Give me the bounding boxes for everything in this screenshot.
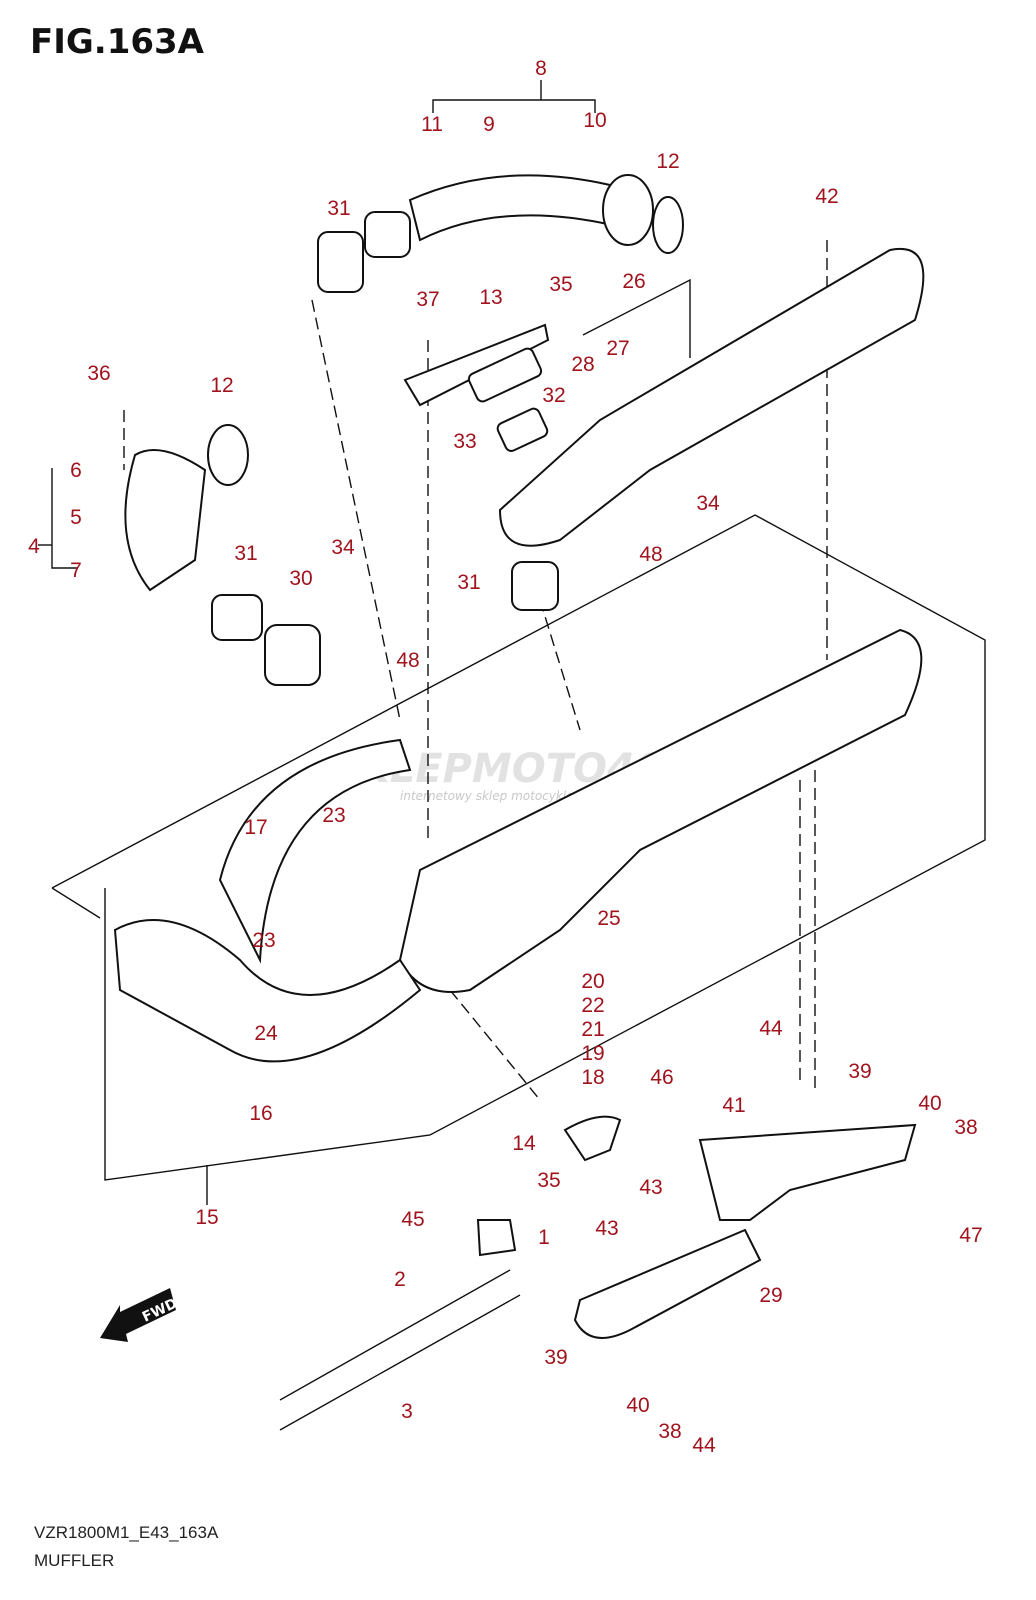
callout-label: 13 xyxy=(479,286,502,309)
callout-label: 11 xyxy=(421,113,443,136)
parts xyxy=(113,174,925,1431)
callout-label: 47 xyxy=(959,1224,982,1247)
callout-label: 40 xyxy=(918,1092,941,1115)
alignment-lines xyxy=(123,240,828,1101)
callout-label: 30 xyxy=(289,567,312,590)
callout-label: 28 xyxy=(571,353,594,376)
callout-label: 39 xyxy=(544,1346,567,1369)
callout-label: 31 xyxy=(234,542,257,565)
callout-label: 12 xyxy=(656,150,679,173)
callout-label: 43 xyxy=(595,1217,618,1240)
callout-label: 1 xyxy=(538,1226,550,1249)
callout-label: 15 xyxy=(195,1206,218,1229)
callout-label: 35 xyxy=(549,273,572,296)
callout-label: 32 xyxy=(542,384,565,407)
callout-label: 29 xyxy=(759,1284,782,1307)
callout-label: 39 xyxy=(848,1060,871,1083)
callout-label: 6 xyxy=(70,459,82,482)
callout-label: 40 xyxy=(626,1394,649,1417)
callout-label: 19 xyxy=(581,1042,604,1065)
callout-label: 7 xyxy=(70,559,82,582)
callout-label: 24 xyxy=(254,1022,278,1045)
callout-label: 16 xyxy=(249,1102,272,1125)
assembly-outlines xyxy=(38,80,986,1205)
callout-label: 38 xyxy=(658,1420,681,1443)
callout-label: 10 xyxy=(583,109,606,132)
callout-label: 17 xyxy=(244,816,267,839)
callout-label: 43 xyxy=(639,1176,662,1199)
callout-label: 12 xyxy=(210,374,233,397)
callout-label: 35 xyxy=(537,1169,560,1192)
callout-label: 31 xyxy=(327,197,350,220)
callout-label: 5 xyxy=(70,506,82,529)
callout-label: 45 xyxy=(401,1208,424,1231)
callout-label: 2 xyxy=(394,1268,406,1291)
diagram-code: VZR1800M1_E43_163A xyxy=(34,1523,219,1542)
callout-label: 34 xyxy=(696,492,720,515)
callout-label: 14 xyxy=(512,1132,536,1155)
callout-label: 38 xyxy=(954,1116,977,1139)
callout-label: 18 xyxy=(581,1066,604,1089)
callout-label: 23 xyxy=(252,929,275,952)
callout-label: 4 xyxy=(28,535,40,558)
callout-label: 31 xyxy=(457,571,480,594)
watermark-subtext: internetowy sklep motocyklowy xyxy=(400,789,591,803)
callout-label: 34 xyxy=(331,536,355,559)
callout-label: 26 xyxy=(622,270,645,293)
callout-label: 48 xyxy=(639,543,662,566)
callout-label: 25 xyxy=(597,907,620,930)
forward-arrow-icon: FWD xyxy=(100,1288,180,1342)
callout-label: 8 xyxy=(535,57,547,80)
callout-label: 42 xyxy=(815,185,838,208)
diagram-name: MUFFLER xyxy=(34,1551,115,1570)
callout-label: 41 xyxy=(722,1094,745,1117)
callout-label: 3 xyxy=(401,1400,413,1423)
callout-label: 36 xyxy=(87,362,110,385)
callout-label: 27 xyxy=(606,337,629,360)
callout-label: 37 xyxy=(416,288,439,311)
callout-label: 21 xyxy=(581,1018,604,1041)
callout-label: 44 xyxy=(692,1434,716,1457)
figure-title: FIG.163A xyxy=(30,22,204,62)
callout-label: 48 xyxy=(396,649,419,672)
callout-label: 46 xyxy=(650,1066,673,1089)
callout-label: 20 xyxy=(581,970,604,993)
callout-label: 22 xyxy=(581,994,604,1017)
callout-label: 9 xyxy=(483,113,495,136)
callout-label: 33 xyxy=(453,430,476,453)
callout-label: 23 xyxy=(322,804,345,827)
callout-label: 44 xyxy=(759,1017,783,1040)
